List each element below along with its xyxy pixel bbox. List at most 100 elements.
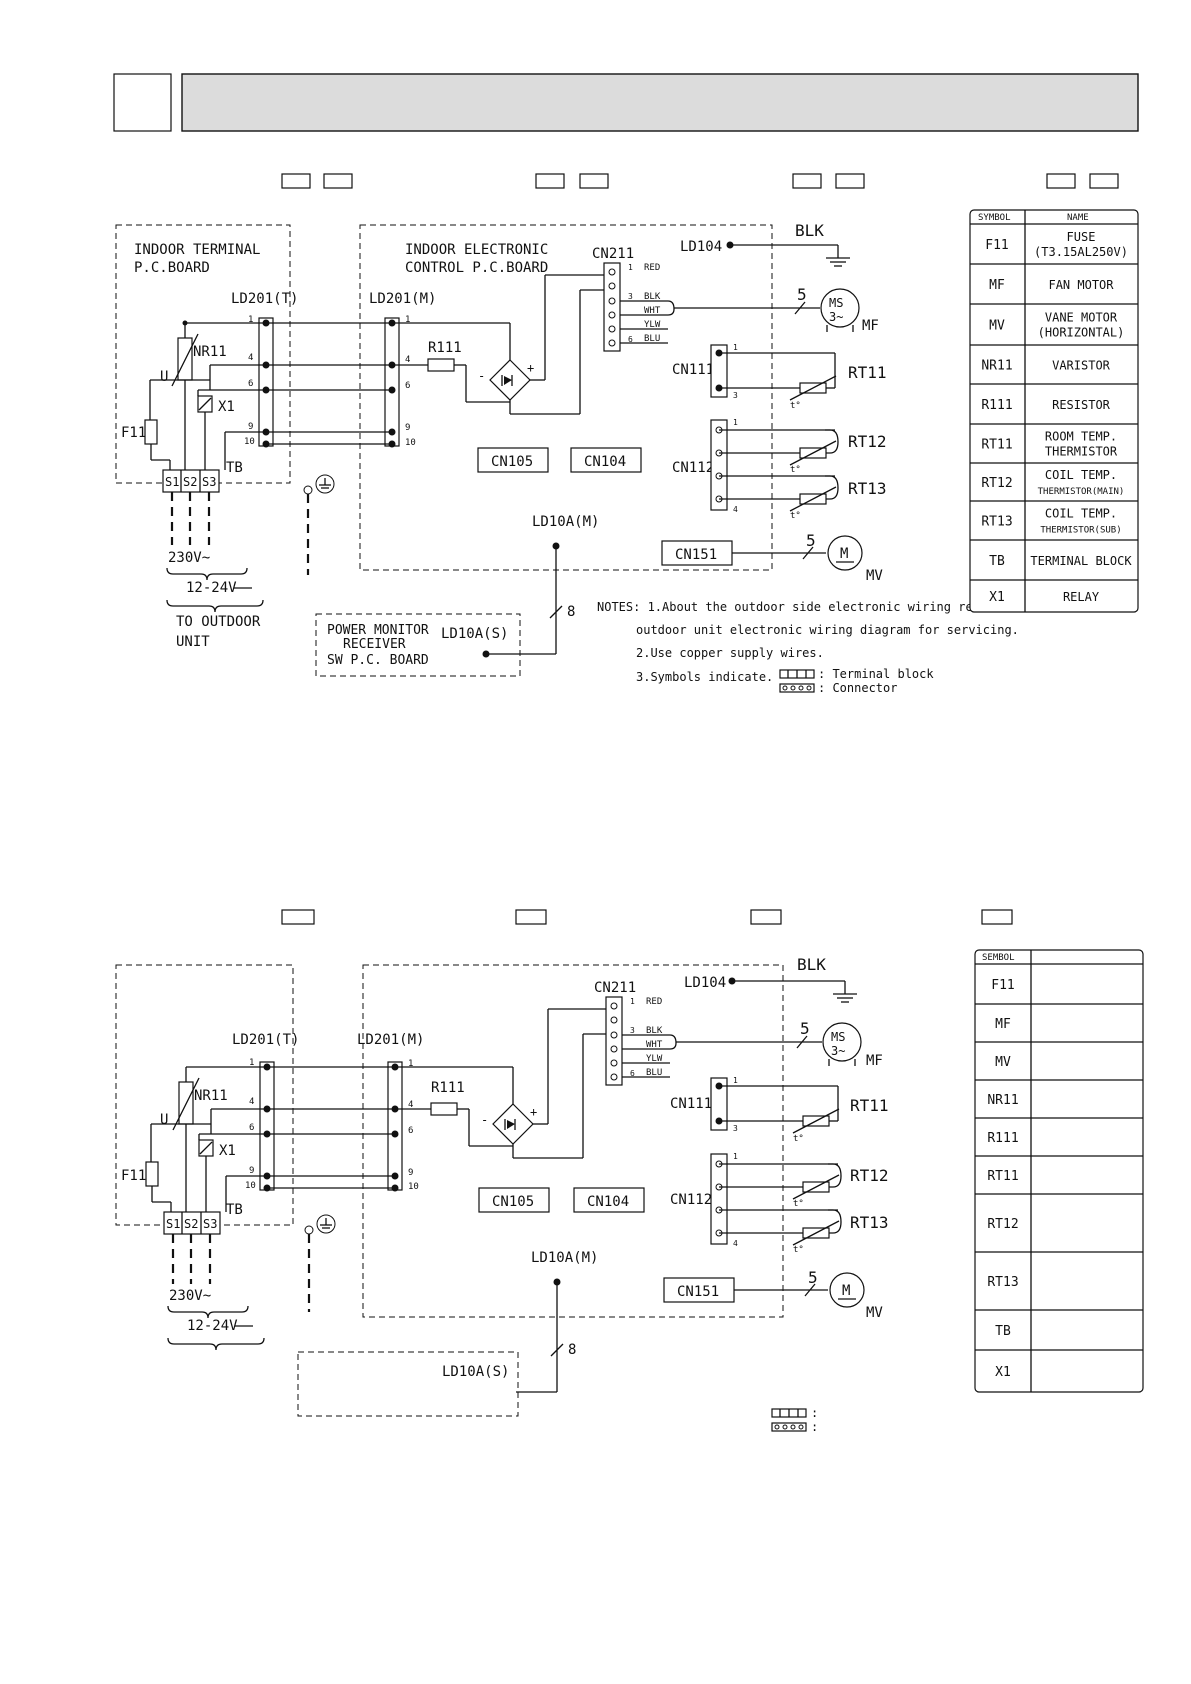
table2-symbol-cell: R111 xyxy=(987,1131,1018,1146)
cn151-label: CN151 xyxy=(675,547,717,563)
table1-name-cell: VARISTOR xyxy=(1052,359,1111,373)
indoor-electronic-label-2: CONTROL P.C.BOARD xyxy=(405,260,548,276)
d2-f11-fuse xyxy=(145,1161,159,1187)
cn112-connector xyxy=(710,419,728,511)
d2-ms-phase-label: 3~ xyxy=(831,1044,845,1058)
d2-rt12-temp: t° xyxy=(793,1199,804,1209)
pin-1-label: 1 xyxy=(248,315,253,325)
d2-ld201t-strip xyxy=(259,1061,275,1191)
d2-earth-terminal xyxy=(304,1225,314,1235)
d2-cn151-connector xyxy=(663,1277,735,1303)
table1-name-cell: COIL TEMP. xyxy=(1045,468,1117,482)
d2-cn111-label: CN111 xyxy=(670,1096,712,1112)
cn211-label: CN211 xyxy=(592,246,634,262)
cn112-pin-4: 4 xyxy=(733,505,738,514)
d2-cn112-pin-4: 4 xyxy=(733,1239,738,1248)
d2-cn104-connector xyxy=(573,1187,645,1213)
d2-rt12-label: RT12 xyxy=(850,1166,889,1185)
d2-f11-label: F11 xyxy=(121,1168,146,1184)
r111-resistor xyxy=(427,358,455,372)
table1-name-cell: THERMISTOR xyxy=(1045,445,1118,459)
d2-ld201m-label: LD201(M) xyxy=(357,1032,424,1048)
d2-cn211-pin-3: 3 xyxy=(630,1026,635,1035)
indoor-electronic-label-1: INDOOR ELECTRONIC xyxy=(405,242,548,258)
tb-label: TB xyxy=(226,460,243,476)
pin-6-label: 6 xyxy=(248,379,253,389)
power-monitor-1: POWER MONITOR xyxy=(327,623,429,638)
table1-name-cell: VANE MOTOR xyxy=(1045,311,1118,325)
d2-blk-label: BLK xyxy=(797,955,826,974)
d2-wire-blu: BLU xyxy=(646,1068,662,1078)
table2-symbol-cell: RT11 xyxy=(987,1169,1018,1184)
d2-bridge-plus: + xyxy=(530,1105,537,1119)
table2-symbol-cell: TB xyxy=(995,1324,1011,1339)
pin-10-label: 10 xyxy=(244,437,255,447)
table1-header-name: NAME xyxy=(1067,213,1089,223)
v12-label: 12-24V xyxy=(186,580,237,596)
d2-ms-label: MS xyxy=(831,1030,845,1044)
d2-pin-4: 4 xyxy=(249,1097,254,1107)
header-bar xyxy=(181,73,1139,132)
table1-header-symbol: SYMBOL xyxy=(978,213,1011,223)
ld10as-label: LD10A(S) xyxy=(441,626,508,642)
connector-symbol xyxy=(779,683,815,693)
table1-symbol-cell: TB xyxy=(989,554,1005,569)
s3-label: S3 xyxy=(202,475,216,489)
cn211-pin-1: 1 xyxy=(628,263,633,272)
d2-rt11-label: RT11 xyxy=(850,1096,889,1115)
table2-symbol-cell: X1 xyxy=(995,1365,1011,1380)
u-label: U xyxy=(160,369,168,385)
table1-name-cell: RESISTOR xyxy=(1052,398,1111,412)
d2-pin-m-6: 6 xyxy=(408,1126,413,1136)
d2-pin-m-4: 4 xyxy=(408,1100,413,1110)
d2-pin-m-9: 9 xyxy=(408,1168,413,1178)
wire-ylw: YLW xyxy=(644,320,661,330)
d2-cn211-pin-6: 6 xyxy=(630,1069,635,1078)
pin-4-label: 4 xyxy=(248,353,253,363)
d2-bridge-minus: - xyxy=(481,1113,488,1127)
d2-s3-label: S3 xyxy=(203,1217,217,1231)
d2-s1-label: S1 xyxy=(166,1217,180,1231)
x1-label: X1 xyxy=(218,399,235,415)
table1-symbol-cell: RT13 xyxy=(981,515,1012,530)
rt12-temp: t° xyxy=(790,465,801,475)
d2-pin-9: 9 xyxy=(249,1166,254,1176)
d2-cn104-label: CN104 xyxy=(587,1194,629,1210)
d2-vane-wire-count: 5 xyxy=(808,1268,818,1287)
cn151-connector xyxy=(661,540,733,566)
m-label: M xyxy=(840,546,848,562)
to-outdoor-2: UNIT xyxy=(176,634,210,650)
table2-symbol-cell: NR11 xyxy=(987,1093,1018,1108)
table1-symbol-cell: F11 xyxy=(985,238,1008,253)
rt13-temp: t° xyxy=(790,511,801,521)
d2-ld10am-label: LD10A(M) xyxy=(531,1250,598,1266)
table1-symbol-cell: RT12 xyxy=(981,476,1012,491)
d2-cn111-pin-3: 3 xyxy=(733,1124,738,1133)
fan-motor-icon xyxy=(820,288,860,328)
d2-cn211-connector xyxy=(605,996,623,1086)
d2-v230-label: 230V~ xyxy=(169,1288,211,1304)
ms-phase-label: 3~ xyxy=(829,310,843,324)
cn104-connector xyxy=(570,447,642,473)
ld201m-strip xyxy=(384,317,400,447)
ld10a-wire-count: 8 xyxy=(567,604,575,620)
ld201t-strip xyxy=(258,317,274,447)
indoor-terminal-label-1: INDOOR TERMINAL xyxy=(134,242,260,258)
terminal-block-legend: : Terminal block xyxy=(818,667,934,681)
ms-label: MS xyxy=(829,296,843,310)
mf-label: MF xyxy=(862,318,879,334)
wire-blu: BLU xyxy=(644,334,660,344)
cn211-connector xyxy=(603,262,621,352)
nr11-label: NR11 xyxy=(193,344,227,360)
cn211-pin-3: 3 xyxy=(628,292,633,301)
d2-nr11-label: NR11 xyxy=(194,1088,228,1104)
bridge-minus: - xyxy=(478,369,485,383)
f11-label: F11 xyxy=(121,425,146,441)
d2-x1-label: X1 xyxy=(219,1143,236,1159)
d2-r111-resistor xyxy=(430,1102,458,1116)
power-monitor-board-outline xyxy=(315,613,521,677)
d2-pin-1: 1 xyxy=(249,1058,254,1068)
table1-name-cell: (HORIZONTAL) xyxy=(1038,326,1125,340)
d2-connector-symbol xyxy=(771,1422,807,1432)
earth-terminal xyxy=(303,485,313,495)
